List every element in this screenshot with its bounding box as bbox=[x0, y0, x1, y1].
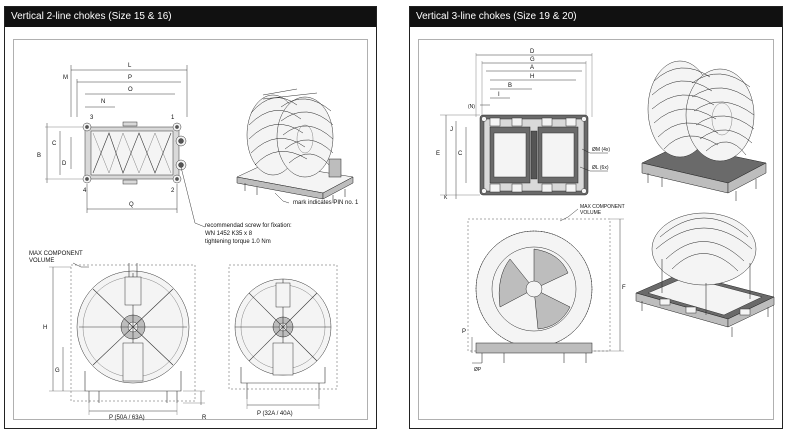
pin-1: 1 bbox=[171, 115, 175, 121]
svg-text:VOLUME: VOLUME bbox=[29, 258, 54, 264]
dim3-F: F bbox=[622, 285, 626, 291]
dim-B: B bbox=[37, 153, 41, 159]
dim3-B: B bbox=[508, 83, 512, 89]
top-view-2line: L M P O N 3 1 4 bbox=[37, 63, 206, 228]
pin-3: 3 bbox=[90, 115, 94, 121]
front-view-a-2line: MAX COMPONENT VOLUME bbox=[29, 251, 207, 421]
pin-4: 4 bbox=[83, 188, 87, 194]
svg-text:VOLUME: VOLUME bbox=[580, 210, 602, 216]
dim-O: O bbox=[128, 87, 133, 93]
right-technical-drawing: D G A H B I (N) bbox=[436, 49, 775, 373]
pin-2: 2 bbox=[171, 188, 175, 194]
dim3-C: C bbox=[458, 151, 463, 157]
dim-C: C bbox=[52, 141, 57, 147]
p-label-32a-40a: P (32A / 40A) bbox=[257, 411, 293, 417]
dim-D: D bbox=[62, 161, 67, 167]
right-panel: Vertical 3-line chokes (Size 19 & 20) D … bbox=[409, 6, 783, 429]
svg-text:MAX COMPONENT: MAX COMPONENT bbox=[29, 251, 83, 257]
dim-R: R bbox=[202, 415, 207, 421]
screw-note: recommendad screw for fixation: WN 1452 … bbox=[205, 223, 292, 245]
dim-N: N bbox=[101, 99, 105, 105]
dim-P: P bbox=[128, 75, 132, 81]
dim3-A: A bbox=[530, 65, 534, 71]
iso-view-2line bbox=[236, 88, 354, 204]
dim3-G: G bbox=[530, 57, 535, 63]
iso-view-3line-bottom bbox=[635, 212, 775, 337]
front-view-3line: MAX COMPONENT VOLUME F bbox=[462, 204, 626, 373]
p-label-50a-63a: P (50A / 63A) bbox=[109, 415, 145, 421]
dim-H: H bbox=[43, 325, 47, 331]
dim3-D: D bbox=[530, 49, 535, 55]
dim-Q: Q bbox=[129, 202, 134, 208]
svg-text:tightening torque 1.0 Nm: tightening torque 1.0 Nm bbox=[205, 239, 271, 245]
svg-text:MAX COMPONENT: MAX COMPONENT bbox=[580, 204, 625, 210]
dim-G: G bbox=[55, 368, 60, 374]
right-drawing-frame bbox=[418, 39, 774, 420]
dim-L: L bbox=[128, 63, 132, 69]
left-panel: Vertical 2-line chokes (Size 15 & 16) L … bbox=[4, 6, 377, 429]
hole-callout-M: ØM (4x) bbox=[592, 147, 610, 153]
iso-view-3line-top bbox=[641, 60, 767, 201]
svg-text:recommendad screw for fixation: recommendad screw for fixation: bbox=[205, 223, 292, 229]
dim3-I: I bbox=[498, 92, 500, 98]
hole-callout-L: ØL (6x) bbox=[592, 165, 609, 171]
dim3-J: J bbox=[450, 127, 453, 133]
right-panel-title: Vertical 3-line chokes (Size 19 & 20) bbox=[410, 7, 782, 27]
left-panel-title: Vertical 2-line chokes (Size 15 & 16) bbox=[5, 7, 376, 27]
left-technical-drawing: L M P O N 3 1 4 bbox=[29, 63, 359, 421]
svg-text:WN 1452 K35 x 8: WN 1452 K35 x 8 bbox=[205, 231, 253, 237]
dim-M: M bbox=[63, 75, 68, 81]
dim3-OP: ØP bbox=[474, 367, 482, 373]
dim3-K: K bbox=[444, 195, 448, 201]
front-view-b-2line bbox=[228, 264, 338, 409]
dim3-E: E bbox=[436, 151, 440, 157]
left-drawing-frame bbox=[13, 39, 368, 420]
dim3-H: H bbox=[530, 74, 534, 80]
dim3-P: P bbox=[462, 329, 466, 335]
dim3-N: (N) bbox=[468, 104, 475, 110]
top-view-3line: D G A H B I (N) bbox=[436, 49, 608, 201]
pin1-mark-note: mark indicates PIN no. 1 bbox=[293, 200, 359, 206]
